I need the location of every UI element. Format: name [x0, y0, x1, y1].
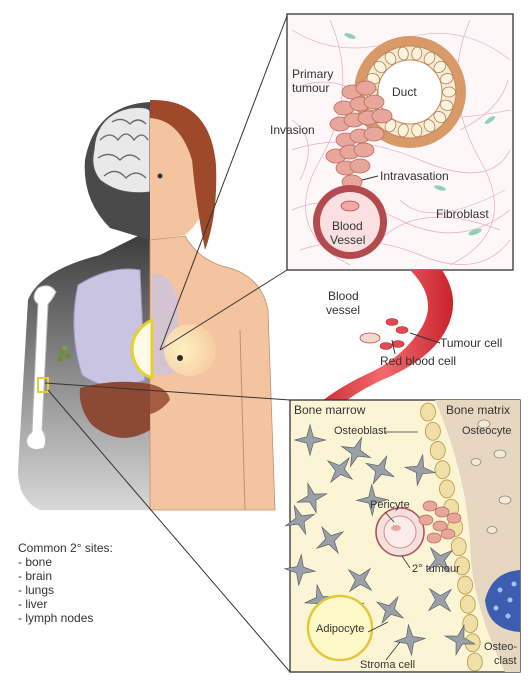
label-red-blood-cell: Red blood cell	[380, 354, 456, 368]
osteoblast-cell	[463, 615, 478, 633]
label-invasion: Invasion	[270, 123, 315, 137]
label-osteoblast: Osteoblast	[334, 425, 387, 437]
tumour-cell	[350, 159, 370, 173]
tumour-cell	[372, 109, 392, 123]
duct-cell	[443, 87, 456, 97]
label-blood-vessel-inner-1: Blood	[332, 219, 363, 233]
red-blood-cell	[386, 319, 398, 326]
label-osteoclast-2: clast	[494, 655, 517, 667]
red-blood-cells	[380, 319, 408, 350]
site-item-lymph-nodes: - lymph nodes	[18, 611, 113, 625]
label-primary-tumour-2: tumour	[292, 81, 329, 95]
circulating-tumour-cell	[360, 333, 380, 343]
site-item-brain: - brain	[18, 569, 113, 583]
secondary-tumour-cell	[435, 507, 449, 517]
label-secondary-tumour: 2° tumour	[412, 563, 460, 575]
site-item-lungs: - lungs	[18, 583, 113, 597]
osteoblast-cell	[467, 653, 482, 671]
label-pericyte: Pericyte	[370, 499, 410, 511]
secondary-tumour-cell	[419, 515, 433, 525]
eye-icon	[158, 174, 163, 179]
secondary-tumour-cell	[447, 513, 461, 523]
osteoblast-cell	[458, 576, 473, 594]
secondary-tumour-cell	[427, 533, 441, 543]
site-item-bone: - bone	[18, 555, 113, 569]
tumour-cell	[356, 81, 376, 95]
bone-panel: Bone marrow Bone matrix Osteoblast Osteo…	[285, 400, 520, 672]
common-secondary-sites: Common 2° sites: - bone - brain - lungs …	[18, 541, 113, 625]
human-figure	[18, 100, 275, 510]
capillary-with-pericyte	[376, 508, 424, 556]
label-osteoclast-1: Osteo-	[484, 641, 517, 653]
tumour-cell	[364, 127, 384, 141]
lung-icon	[74, 269, 145, 386]
label-stroma-cell: Stroma cell	[360, 659, 415, 671]
label-blood-vessel-outer-1: Blood	[328, 289, 359, 303]
primary-tumour-panel: Primary tumour Duct Invasion Intravasati…	[270, 14, 513, 270]
osteoblast-cell	[451, 538, 466, 556]
osteoblast-cell	[435, 461, 450, 479]
label-bone-matrix: Bone matrix	[446, 403, 510, 417]
osteoblast-cell	[430, 441, 445, 459]
tumour-cell	[364, 95, 384, 109]
nipple	[177, 355, 183, 361]
site-item-liver: - liver	[18, 597, 113, 611]
label-primary-tumour-1: Primary	[292, 67, 333, 81]
osteoblast-cell	[439, 480, 454, 498]
label-osteocyte: Osteocyte	[462, 425, 512, 437]
label-bone-marrow: Bone marrow	[294, 403, 366, 417]
osteoblast-cell	[421, 403, 436, 421]
tumour-cell	[354, 143, 374, 157]
label-tumour-cell: Tumour cell	[440, 336, 502, 350]
red-blood-cell	[396, 327, 408, 334]
secondary-tumour-cell	[423, 501, 437, 511]
red-blood-cell	[380, 343, 392, 350]
label-blood-vessel-inner-2: Vessel	[330, 233, 365, 247]
label-duct: Duct	[392, 85, 417, 99]
secondary-tumour-cell	[441, 529, 455, 539]
label-fibroblast: Fibroblast	[436, 207, 489, 221]
label-adipocyte: Adipocyte	[316, 623, 364, 635]
osteoblast-cell	[460, 595, 475, 613]
osteoblast-cell	[425, 422, 440, 440]
sites-title: Common 2° sites:	[18, 541, 113, 555]
label-intravasation: Intravasation	[380, 169, 449, 183]
circulating-vessel: Blood vessel Tumour cell Red blood cell	[312, 270, 502, 410]
label-blood-vessel-outer-2: vessel	[326, 303, 360, 317]
breast-glow	[164, 324, 216, 376]
